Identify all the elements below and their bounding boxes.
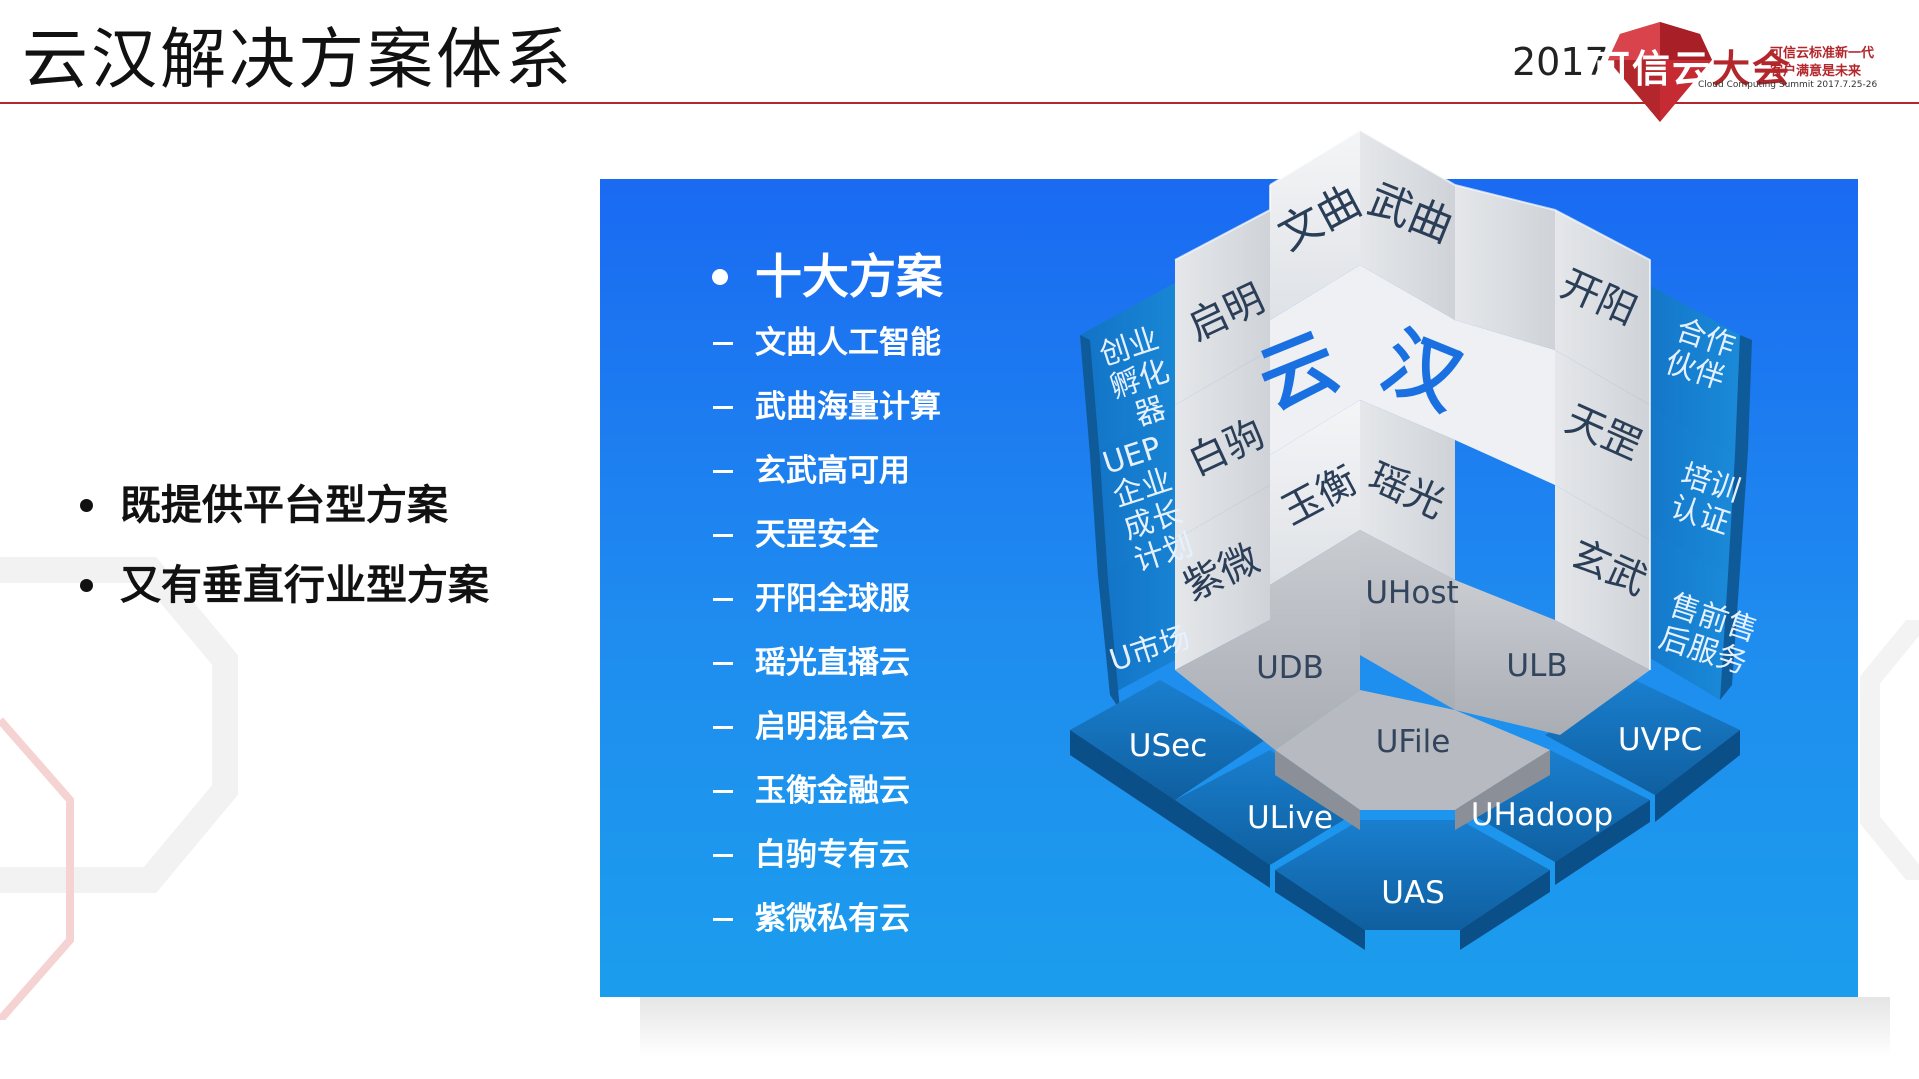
solution-list: 文曲人工智能 武曲海量计算 玄武高可用 天罡安全 开阳全球服 瑶光直播云 启明混… <box>712 318 941 958</box>
dash-icon <box>713 598 733 601</box>
solution-item: 紫微私有云 <box>712 894 941 958</box>
solution-item: 瑶光直播云 <box>712 638 941 702</box>
solution-item: 玉衡金融云 <box>712 766 941 830</box>
logo-name-dark: 大会 <box>1712 47 1793 91</box>
dash-icon <box>713 918 733 921</box>
logo-slogan-2: 客户满意是未来 <box>1770 64 1862 79</box>
dash-icon <box>713 790 733 793</box>
panel-shadow <box>640 997 1890 1057</box>
ten-solutions-heading: 十大方案 <box>712 245 943 311</box>
left-bullet-1: 既提供平台型方案 <box>78 475 489 555</box>
product-uas: UAS <box>1381 875 1445 911</box>
dash-icon <box>713 534 733 537</box>
product-udb: UDB <box>1256 650 1324 686</box>
tile-yun: 云 汉 <box>1246 315 1474 427</box>
solution-item: 开阳全球服 <box>712 574 941 638</box>
solution-item: 启明混合云 <box>712 702 941 766</box>
solution-item: 玄武高可用 <box>712 446 941 510</box>
product-uhost: UHost <box>1365 575 1459 611</box>
logo-name: 可信云大会 <box>1592 38 1792 93</box>
solution-item: 武曲海量计算 <box>712 382 941 446</box>
product-ufile: UFile <box>1375 724 1451 760</box>
logo-year: 2017 <box>1512 40 1609 84</box>
product-ulive: ULive <box>1247 800 1333 836</box>
bullet-dot-icon <box>80 499 93 512</box>
summit-logo: 2017 可信云大会 可信云标准新一代 客户满意是未来 Cloud Comput… <box>1500 18 1900 128</box>
product-usec: USec <box>1128 728 1208 764</box>
bullet-dot-icon <box>712 269 728 285</box>
solution-item: 文曲人工智能 <box>712 318 941 382</box>
left-bullet-list: 既提供平台型方案 又有垂直行业型方案 <box>78 475 489 635</box>
page-title: 云汉解决方案体系 <box>22 21 574 98</box>
solution-item: 天罡安全 <box>712 510 941 574</box>
dash-icon <box>713 470 733 473</box>
logo-diamond-icon <box>1608 22 1712 122</box>
cube-graphic <box>1070 128 1752 950</box>
dash-icon <box>713 726 733 729</box>
logo-slogan-1: 可信云标准新一代 <box>1770 46 1875 61</box>
product-ulb: ULB <box>1506 648 1568 684</box>
bullet-dot-icon <box>80 579 93 592</box>
dash-icon <box>713 406 733 409</box>
solution-item: 白驹专有云 <box>712 830 941 894</box>
title-divider <box>0 102 1919 104</box>
decorative-hexagon-lines <box>0 557 238 1020</box>
decorative-hexagon-right <box>1860 620 1919 880</box>
logo-name-red: 可信云 <box>1592 47 1713 91</box>
left-bullet-2: 又有垂直行业型方案 <box>78 555 489 635</box>
dash-icon <box>713 342 733 345</box>
product-uhadoop: UHadoop <box>1470 797 1614 833</box>
dash-icon <box>713 854 733 857</box>
logo-summit-en: Cloud Computing Summit 2017.7.25-26 <box>1698 80 1878 90</box>
dash-icon <box>713 662 733 665</box>
yunhan-cube-diagram: 文曲 武曲 启明 开阳 云 汉 白驹 天罡 玉衡 瑶光 紫微 玄武 创业孵化器 … <box>1060 110 1780 970</box>
product-uvpc: UVPC <box>1617 722 1703 758</box>
